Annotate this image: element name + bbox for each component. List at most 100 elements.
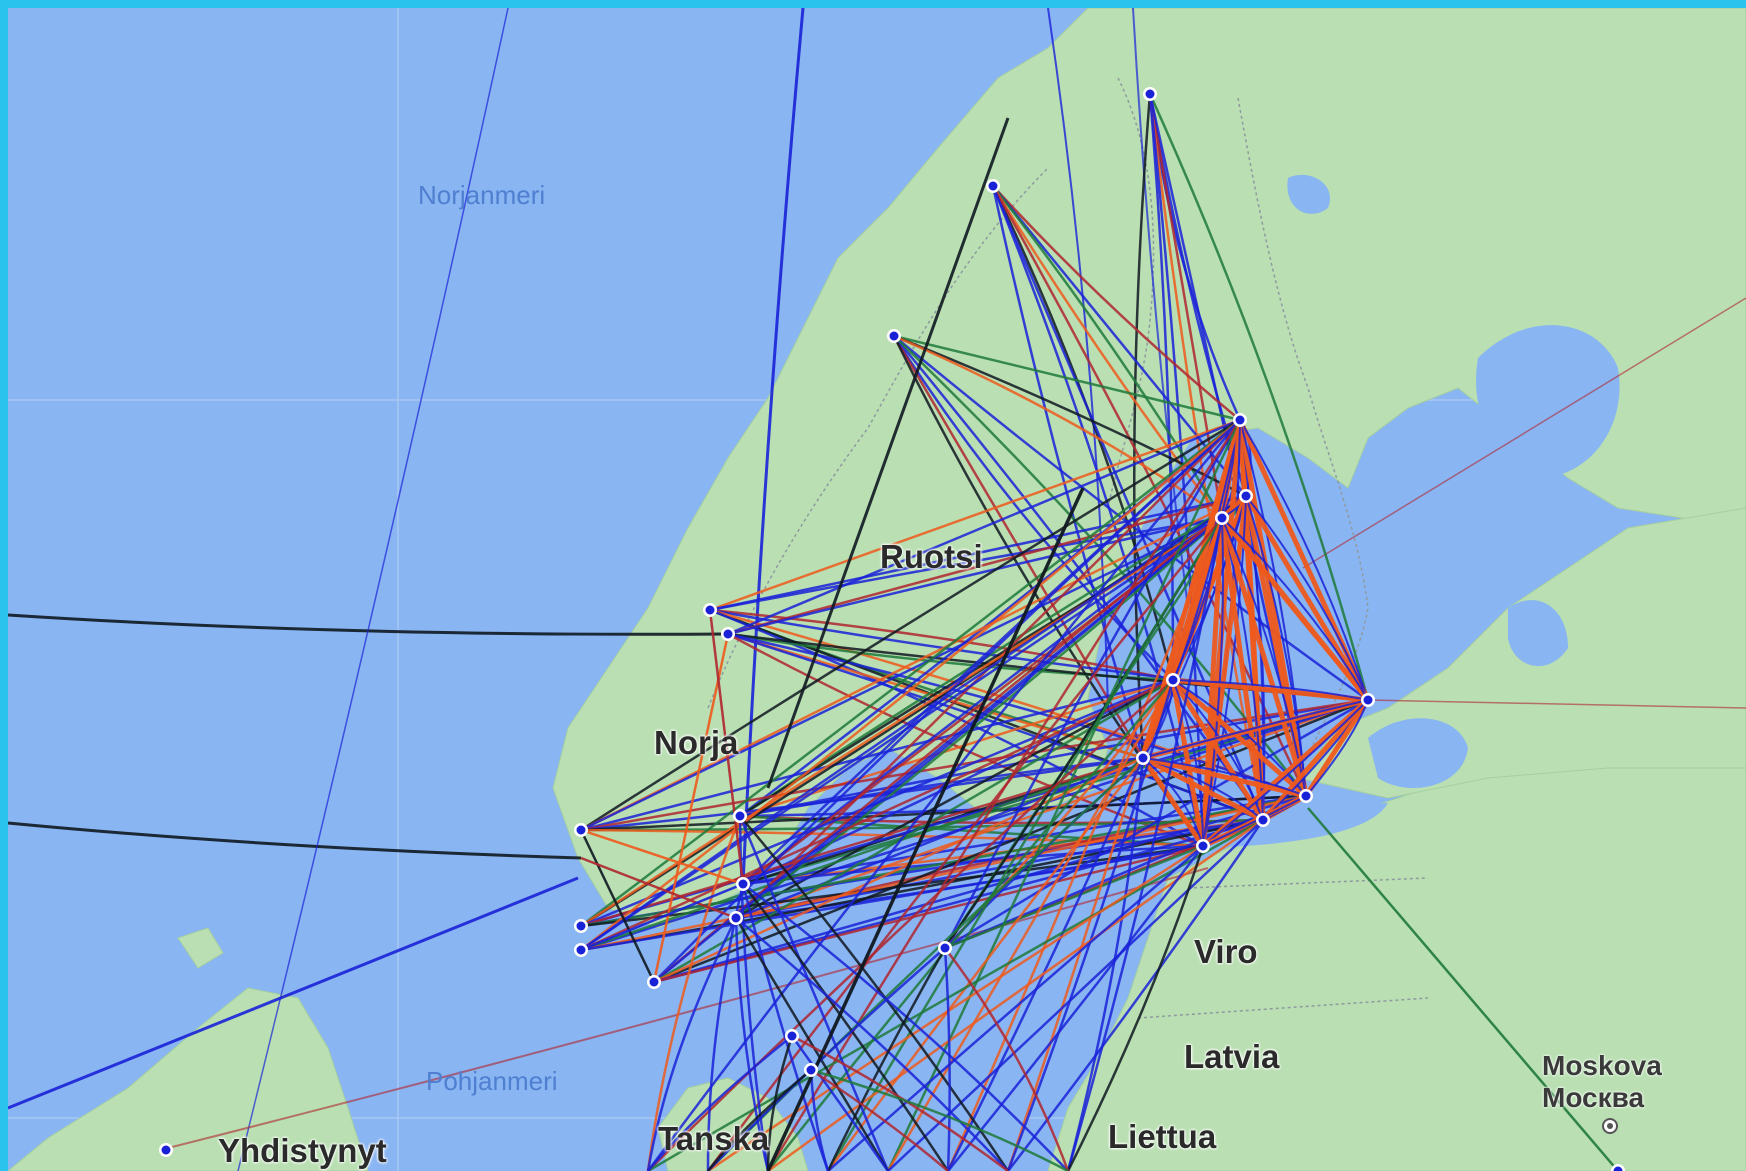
route-line bbox=[766, 1035, 794, 1171]
route-line bbox=[653, 756, 1144, 984]
route-line bbox=[893, 335, 1369, 702]
station-marker bbox=[1143, 87, 1157, 101]
route-line bbox=[653, 794, 1307, 984]
route-line bbox=[790, 1035, 890, 1171]
route-line bbox=[1219, 517, 1309, 797]
route-line bbox=[709, 516, 1223, 612]
station-marker bbox=[1299, 789, 1313, 803]
route-line bbox=[580, 678, 1174, 832]
route-line bbox=[580, 516, 1223, 952]
route-line bbox=[742, 883, 950, 1171]
route-line bbox=[827, 845, 1204, 1171]
route-line bbox=[1202, 699, 1369, 847]
route-line bbox=[647, 1035, 793, 1171]
route-line bbox=[992, 185, 1241, 421]
route-line bbox=[1172, 677, 1369, 703]
route-line bbox=[944, 947, 1070, 1171]
route-line bbox=[707, 1069, 812, 1171]
map-canvas[interactable] bbox=[8, 8, 1746, 1171]
station-marker bbox=[1239, 489, 1253, 503]
route-line bbox=[741, 8, 805, 885]
station-marker bbox=[703, 603, 717, 617]
route-line bbox=[826, 757, 1144, 1171]
route-line bbox=[893, 334, 1241, 422]
route-line bbox=[8, 876, 579, 1110]
station-marker bbox=[1166, 673, 1180, 687]
route-line bbox=[767, 818, 1264, 1171]
station-marker bbox=[938, 941, 952, 955]
route-line bbox=[580, 494, 1247, 832]
route-line bbox=[579, 829, 656, 983]
route-line bbox=[727, 516, 1223, 636]
route-line bbox=[237, 8, 509, 1171]
station-marker bbox=[736, 877, 750, 891]
route-line bbox=[739, 815, 1010, 1171]
route-line bbox=[580, 756, 1144, 832]
route-line bbox=[809, 1069, 830, 1171]
route-line bbox=[741, 883, 830, 1171]
route-line bbox=[580, 494, 1247, 952]
route-line bbox=[1221, 517, 1264, 821]
route-line bbox=[8, 613, 729, 636]
station-marker bbox=[1256, 813, 1270, 827]
route-line bbox=[947, 845, 1204, 1171]
map-view[interactable]: Norjanmeri Pohjanmeri Ruotsi Norja Viro … bbox=[8, 8, 1746, 1171]
route-line bbox=[646, 815, 742, 1171]
route-line bbox=[734, 917, 770, 1171]
route-line bbox=[580, 698, 1369, 832]
station-markers bbox=[159, 87, 1625, 1171]
route-line bbox=[1303, 698, 1371, 798]
route-line bbox=[646, 419, 1241, 1171]
route-line bbox=[735, 917, 1009, 1171]
finland-lake bbox=[1287, 174, 1330, 214]
station-marker bbox=[1233, 413, 1247, 427]
route-line bbox=[1142, 757, 1204, 847]
route-line bbox=[738, 815, 890, 1171]
route-line bbox=[580, 678, 1174, 952]
route-line bbox=[766, 117, 1010, 789]
route-line bbox=[735, 698, 1369, 920]
route-line bbox=[707, 844, 1204, 1171]
route-line bbox=[580, 419, 1241, 951]
route-line bbox=[1220, 516, 1370, 702]
station-marker bbox=[1611, 1164, 1625, 1171]
route-line bbox=[647, 818, 1264, 1171]
route-line bbox=[1305, 699, 1369, 797]
route-line bbox=[580, 794, 1307, 832]
route-line bbox=[653, 419, 1241, 983]
route-line bbox=[1142, 755, 1307, 799]
route-line bbox=[167, 867, 1209, 1149]
route-line bbox=[1172, 679, 1369, 701]
route-line bbox=[810, 1068, 1069, 1171]
route-line bbox=[944, 698, 1369, 950]
route-line bbox=[893, 334, 1247, 498]
route-line bbox=[706, 517, 1223, 1171]
station-marker bbox=[647, 975, 661, 989]
route-line bbox=[709, 418, 1241, 612]
route-line bbox=[886, 679, 1175, 1171]
route-line bbox=[1367, 699, 1746, 709]
route-line bbox=[886, 419, 1242, 1171]
route-line bbox=[992, 185, 1224, 519]
route-line bbox=[580, 698, 1369, 928]
route-line bbox=[1307, 807, 1619, 1171]
route-line bbox=[580, 516, 1223, 928]
route-line bbox=[709, 494, 1247, 612]
route-line bbox=[1302, 297, 1746, 569]
route-line bbox=[767, 679, 1174, 1171]
route-line bbox=[580, 828, 744, 886]
route-line bbox=[727, 418, 1241, 636]
route-line bbox=[646, 917, 738, 1171]
uk-island bbox=[177, 927, 224, 969]
route-line bbox=[580, 756, 1144, 928]
route-line bbox=[708, 609, 745, 885]
gulf-of-bothnia bbox=[1108, 438, 1219, 768]
route-line bbox=[1201, 698, 1370, 848]
route-line bbox=[826, 517, 1224, 1171]
route-line bbox=[653, 678, 1174, 984]
station-marker bbox=[804, 1063, 818, 1077]
route-line bbox=[1170, 679, 1206, 847]
station-marker bbox=[1196, 839, 1210, 853]
route-line bbox=[1221, 517, 1369, 701]
station-marker bbox=[729, 911, 743, 925]
